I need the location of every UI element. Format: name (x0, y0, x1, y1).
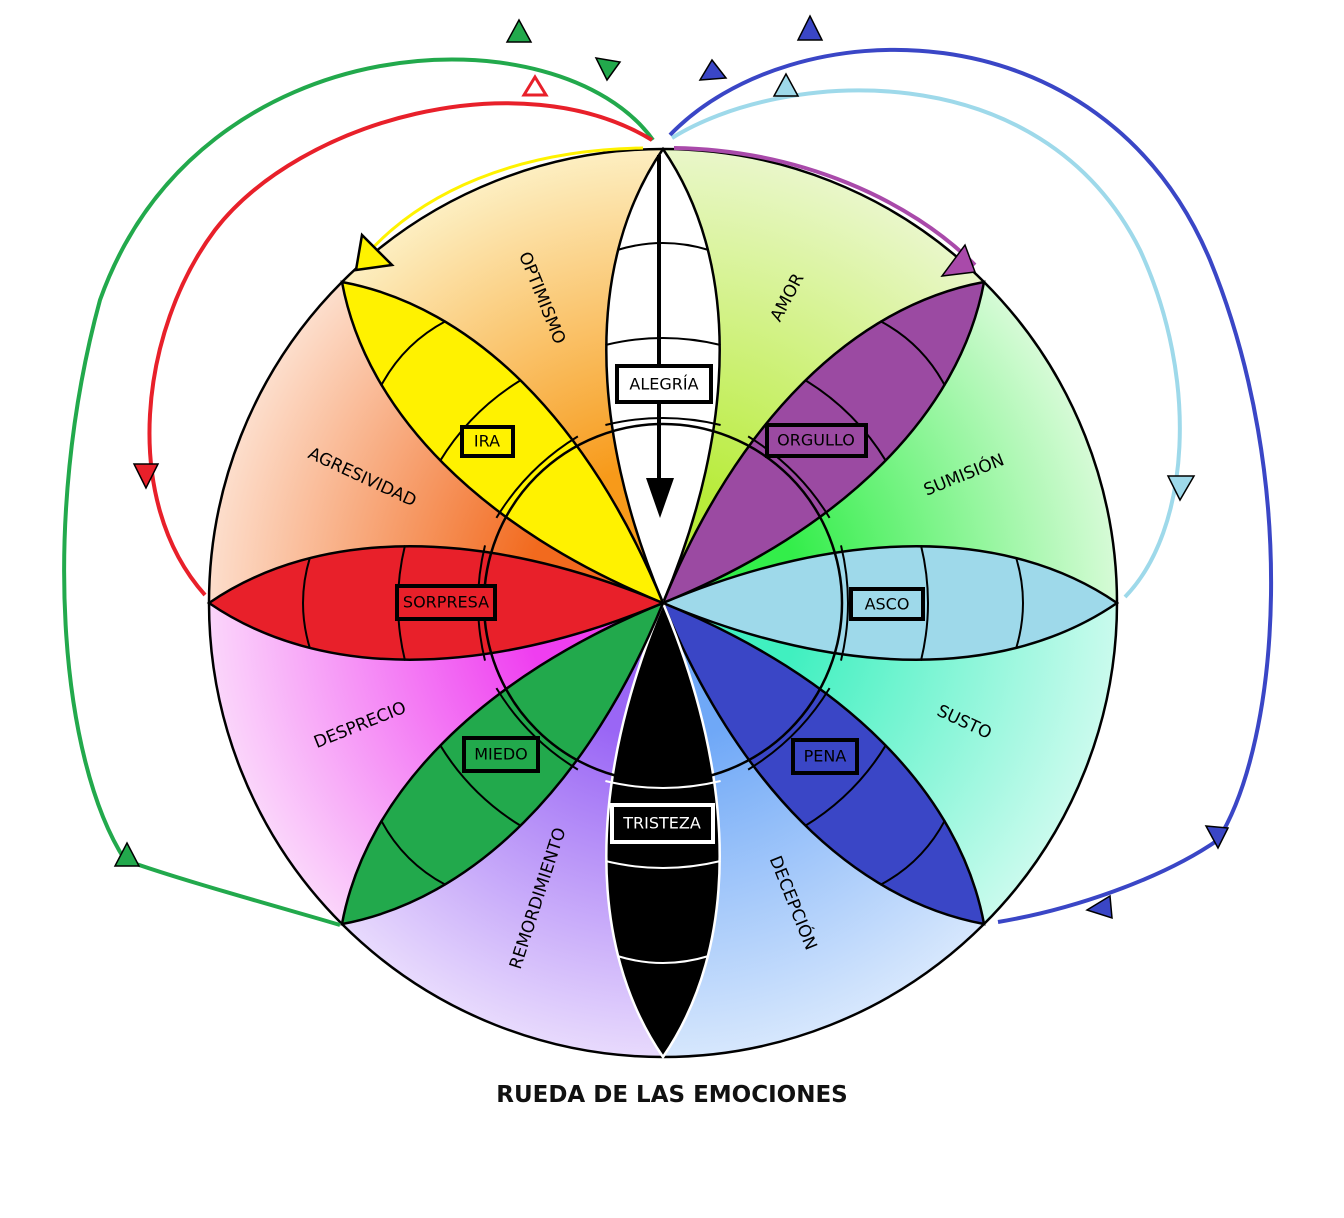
label-miedo: MIEDO (474, 745, 528, 764)
diagram-title: RUEDA DE LAS EMOCIONES (496, 1082, 848, 1108)
arrow-green (62, 57, 655, 927)
box-tristeza: TRISTEZA (610, 803, 715, 844)
arrowhead-lightblue-top (772, 72, 800, 97)
arrowhead-green-top (505, 18, 533, 43)
box-sorpresa: SORPRESA (395, 584, 497, 621)
label-asco: ASCO (865, 595, 910, 614)
arrow-blue (668, 47, 1274, 924)
arrowhead-green-right (594, 57, 622, 82)
arrowhead-red-left (132, 463, 160, 490)
label-tristeza: TRISTEZA (622, 814, 701, 833)
box-pena: PENA (791, 738, 859, 775)
arrowhead-green-bottom (113, 841, 141, 867)
arrowhead-blue-bottom (1085, 894, 1113, 920)
emotion-petals (206, 146, 1120, 1060)
arrow-red (147, 101, 654, 597)
label-ira: IRA (474, 432, 500, 451)
box-asco: ASCO (849, 587, 925, 621)
arrowhead-blue-left (698, 58, 728, 81)
arrowhead-blue-top (796, 14, 824, 41)
arrowhead-yellow (354, 232, 395, 272)
box-miedo: MIEDO (462, 736, 540, 773)
arrow-purple (673, 146, 977, 267)
arrow-yellow (358, 146, 644, 263)
label-pena: PENA (804, 747, 847, 766)
label-orgullo: ORGULLO (777, 431, 855, 450)
box-orgullo: ORGULLO (765, 423, 868, 458)
center-arrow-head (646, 478, 674, 518)
label-alegria: ALEGRÍA (629, 375, 698, 394)
arrowhead-lightblue-right (1166, 475, 1196, 502)
arrowhead-red-top (521, 74, 549, 97)
box-alegria: ALEGRÍA (615, 364, 713, 404)
label-sorpresa: SORPRESA (403, 593, 489, 612)
arrowhead-purple (940, 243, 977, 277)
arrowhead-blue-right (1204, 825, 1230, 850)
box-ira: IRA (460, 425, 515, 458)
